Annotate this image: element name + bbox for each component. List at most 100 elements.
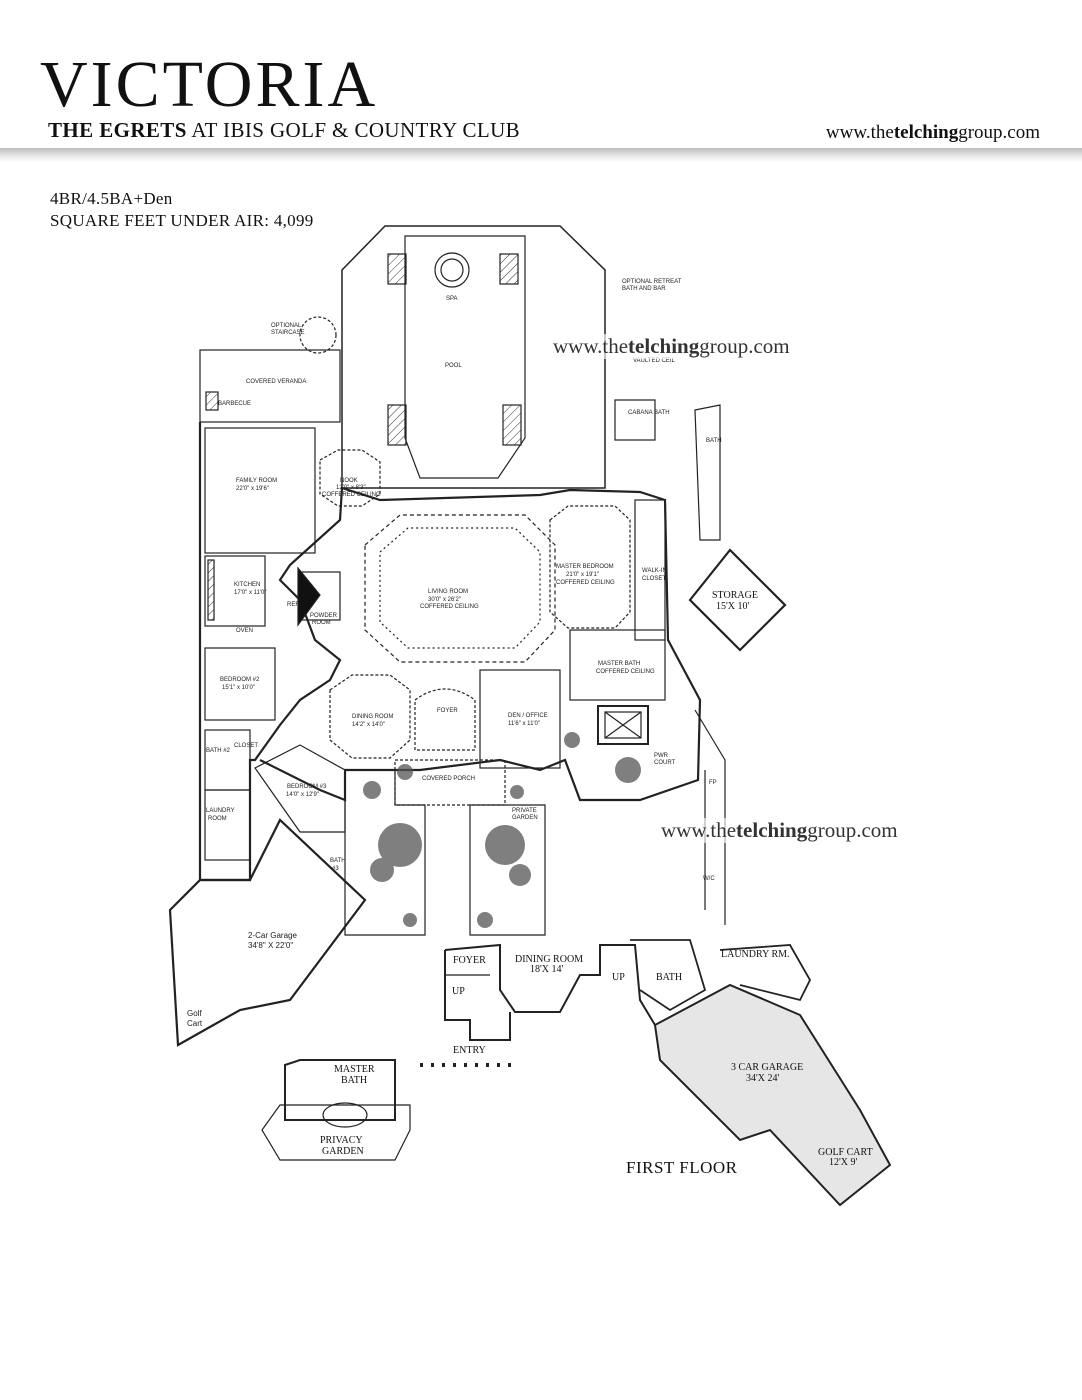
label-optional-retreat-2: BATH AND BAR <box>622 286 666 292</box>
label-master-bath: MASTER BATH <box>598 661 640 667</box>
label-ii-bath: BATH <box>656 972 682 983</box>
label-private-garden-2: GARDEN <box>512 815 538 821</box>
label-bedroom3: BEDROOM #3 <box>287 784 327 790</box>
label-private-garden: PRIVATE <box>512 808 537 814</box>
label-court: COURT <box>654 760 676 766</box>
label-ii-laundry: LAUNDRY RM. <box>721 949 790 960</box>
master-bedroom <box>549 505 631 629</box>
label-ii-golf-dim: 12'X 9' <box>829 1157 858 1168</box>
label-laundry-2: ROOM <box>208 816 227 822</box>
label-garage2: 2-Car Garage <box>248 931 297 940</box>
label-family-room-dim: 22'0" x 19'6" <box>236 486 269 492</box>
label-walk-in-2: CLOSET <box>642 576 666 582</box>
label-ii-master-bath-2: BATH <box>341 1075 367 1086</box>
exterior-wall <box>198 422 702 882</box>
label-ref: REF <box>287 602 299 608</box>
label-pwr: PWR <box>654 753 669 759</box>
label-golf-cart-left-2: Cart <box>187 1019 203 1028</box>
square-feet: SQUARE FEET UNDER AIR: 4,099 <box>50 211 314 230</box>
label-optional-staircase-2: STAIRCASE <box>271 330 305 336</box>
label-cabana-bath: CABANA BATH <box>628 410 670 416</box>
label-storage-dim: 15'X 10' <box>716 601 750 612</box>
wm1-pre: www.the <box>553 334 629 358</box>
label-pool: POOL <box>445 363 462 369</box>
label-ii-dining-dim: 18'X 14' <box>530 964 564 975</box>
wm2-bold: telching <box>736 818 808 842</box>
covered-veranda <box>199 349 341 423</box>
label-foyer: FOYER <box>437 708 458 714</box>
label-ii-garage-dim: 34'X 24' <box>746 1073 780 1084</box>
storage <box>688 548 787 652</box>
label-golf-cart-left: Golf <box>187 1009 202 1018</box>
label-bath3-2: #3 <box>332 866 339 872</box>
floor-caption: FIRST FLOOR <box>626 1158 738 1177</box>
label-ii-master-bath: MASTER <box>334 1064 375 1075</box>
label-master-bath-ceiling: COFFERED CEILING <box>596 669 655 675</box>
header-divider <box>0 148 1082 162</box>
wm1-bold: telching <box>628 334 700 358</box>
spa <box>434 252 470 288</box>
label-den-dim: 11'6" x 11'0" <box>508 721 540 727</box>
subtitle-bold: THE EGRETS <box>48 118 187 142</box>
label-ii-foyer: FOYER <box>453 955 486 966</box>
label-dining-room: DINING ROOM <box>352 714 393 720</box>
website-bold: telching <box>893 122 959 143</box>
community-subtitle: THE EGRETS AT IBIS GOLF & COUNTRY CLUB <box>48 118 520 143</box>
label-vaulted: VAULTED CEIL <box>633 358 675 364</box>
three-car-garage <box>653 983 892 1207</box>
label-optional-staircase: OPTIONAL <box>271 323 302 329</box>
label-master-bedroom-dim: 21'0" x 19'1" <box>566 572 599 578</box>
label-master-bedroom-ceiling: COFFERED CEILING <box>556 580 615 586</box>
label-kitchen: KITCHEN <box>234 582 260 588</box>
label-covered-veranda: COVERED VERANDA <box>246 379 306 385</box>
label-nook-ceiling: COFFERED CEILING <box>322 492 381 498</box>
label-ii-up: UP <box>452 986 465 997</box>
label-spa: SPA <box>446 296 458 302</box>
label-bath-upper: BATH <box>706 438 722 444</box>
label-ii-garage: 3 CAR GARAGE <box>731 1062 803 1073</box>
label-family-room: FAMILY ROOM <box>236 478 277 484</box>
website-pre: www.the <box>825 122 894 143</box>
label-laundry: LAUNDRY <box>206 808 235 814</box>
label-nook-dim: 12'0" x 8'3" <box>336 485 366 491</box>
website-post: group.com <box>958 122 1040 143</box>
website-link[interactable]: www.thetelchinggroup.com <box>826 122 1040 144</box>
label-powder-room-2: ROOM <box>312 620 331 626</box>
bed-bath-count: 4BR/4.5BA+Den <box>50 189 173 208</box>
label-living-room-dim: 30'0" x 26'2" <box>428 597 461 603</box>
label-oven: OVEN <box>236 628 253 634</box>
label-closet: CLOSET <box>234 743 258 749</box>
label-wic: W/C <box>703 876 715 882</box>
label-living-room-ceiling: COFFERED CEILING <box>420 604 479 610</box>
wm1-post: group.com <box>699 334 790 358</box>
label-ii-privacy: PRIVACY <box>320 1135 363 1146</box>
label-living-room: LIVING ROOM <box>428 589 468 595</box>
label-ii-privacy-2: GARDEN <box>322 1146 364 1157</box>
label-bath3: BATH <box>330 858 346 864</box>
subtitle-rest: AT IBIS GOLF & COUNTRY CLUB <box>191 118 521 142</box>
label-ii-entry: ENTRY <box>453 1045 486 1056</box>
label-storage: STORAGE <box>712 590 758 601</box>
label-den: DEN / OFFICE <box>508 713 548 719</box>
label-bedroom3-dim: 14'0" x 12'9" <box>286 792 319 798</box>
label-kitchen-dim: 17'0" x 11'0" <box>234 590 266 596</box>
page-title: VICTORIA <box>40 48 379 121</box>
label-master-bedroom: MASTER BEDROOM <box>556 564 614 570</box>
label-garage2-dim: 34'8" X 22'0" <box>248 941 293 950</box>
wm2-post: group.com <box>807 818 898 842</box>
label-optional-retreat: OPTIONAL RETREAT <box>622 279 682 285</box>
label-barbecue: BARBECUE <box>218 401 251 407</box>
label-bedroom2-dim: 15'1" x 10'0" <box>222 685 255 691</box>
label-bedroom2: BEDROOM #2 <box>220 677 260 683</box>
label-fp: FP <box>709 780 717 786</box>
label-walk-in: WALK-IN <box>642 568 667 574</box>
label-nook: NOOK <box>340 478 358 484</box>
label-bath2: BATH #2 <box>206 748 231 754</box>
watermark-upper: www.thetelchinggroup.com <box>550 334 793 359</box>
two-car-garage <box>168 818 367 1047</box>
label-powder-room: POWDER <box>310 613 338 619</box>
living-room <box>364 514 556 663</box>
label-dining-room-dim: 14'2" x 14'0" <box>352 722 385 728</box>
page-header <box>0 0 1082 150</box>
